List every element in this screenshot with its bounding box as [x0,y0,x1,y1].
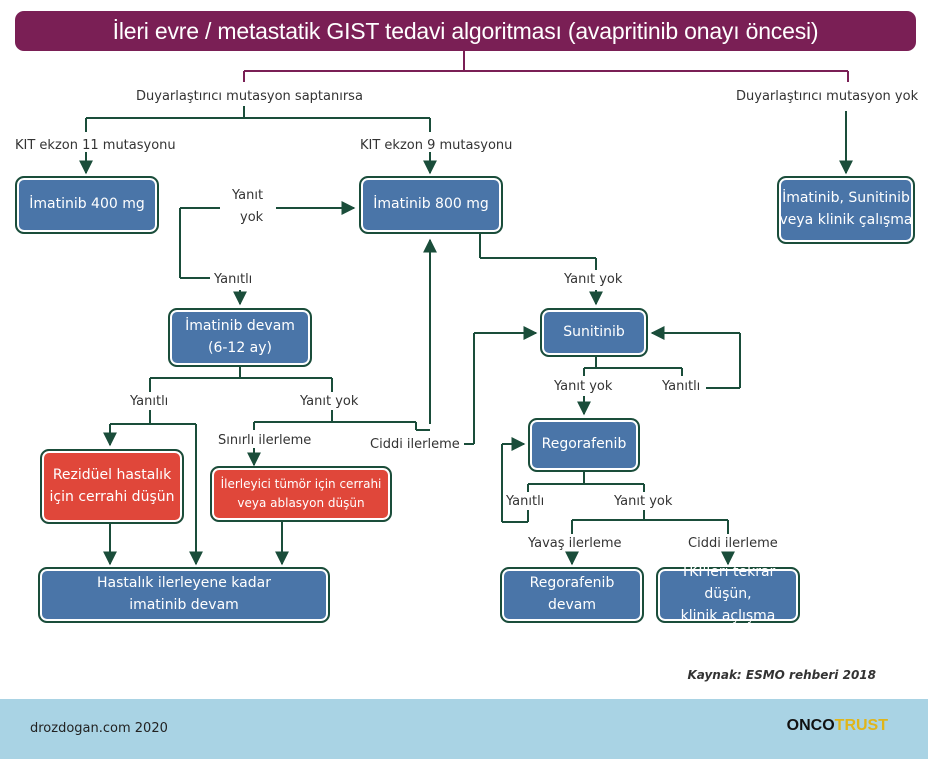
box-sunitinib: Sunitinib [540,308,648,357]
label-kit-exon11: KIT ekzon 11 mutasyonu [15,138,176,153]
label-no-response-3: Yanıt yok [300,394,359,409]
box-sunitinib-text: Sunitinib [563,323,625,340]
label-no-response-2: Yanıt yok [564,272,623,287]
box-imatinib-continue: İmatinib devam (6-12 ay) [168,308,312,367]
source-note: Kaynak: ESMO rehberi 2018 [687,668,876,682]
box-residual-surgery: Rezidüel hastalık için cerrahi düşün [40,449,184,524]
box-imatinib-sunitinib-line2: veya klinik çalışma [779,212,913,228]
label-no-response-4: Yanıt yok [554,379,613,394]
label-kit-exon9: KIT ekzon 9 mutasyonu [360,138,513,153]
label-responsive-4: Yanıtlı [506,494,545,509]
footer: drozdogan.com 2020 ONCOTRUST [0,699,928,759]
box-progressive-tumor-surgery: İlerleyici tümör için cerrahi veya ablas… [210,466,392,522]
box-imatinib-continue-line2: (6-12 ay) [207,339,272,356]
box-residual-surgery-line2: için cerrahi düşün [49,488,175,505]
label-limited-progression: Sınırlı ilerleme [218,433,312,448]
box-regorafenib-continue-line1: Regorafenib [529,575,615,592]
label-responsive-3: Yanıtlı [662,379,701,394]
box-imatinib-400-text: İmatinib 400 mg [29,196,145,213]
label-sensitizing-yes: Duyarlaştırıcı mutasyon saptanırsa [136,89,363,104]
box-residual-surgery-line1: Rezidüel hastalık [52,466,172,483]
box-regorafenib-text: Regorafenib [541,436,627,453]
title-bar: İleri evre / metastatik GIST tedavi algo… [15,11,916,51]
box-regorafenib: Regorafenib [528,418,640,472]
box-regorafenib-continue-line2: devam [547,597,596,613]
box-reconsider-tki-line1: TKİ'leri tekrar düşün, [680,564,776,603]
box-imatinib-400: İmatinib 400 mg [15,176,159,234]
box-imatinib-800-text: İmatinib 800 mg [373,196,489,213]
page-title: İleri evre / metastatik GIST tedavi algo… [112,17,819,44]
footer-site: drozdogan.com 2020 [30,721,168,736]
footer-brand-logo: ONCOTRUST [787,717,888,735]
box-regorafenib-continue: Regorafenib devam [500,567,644,623]
brand-onco: ONCO [786,717,835,734]
box-progressive-tumor-line1: İlerleyici tümör için cerrahi [220,477,382,492]
box-reconsider-tki-line2: klinik açlışma [680,607,776,624]
label-no-response-1a: Yanıt [232,188,264,203]
label-responsive-1: Yanıtlı [214,272,253,287]
box-continue-until-progression: Hastalık ilerleyene kadar imatinib devam [38,567,330,623]
box-imatinib-sunitinib-trial: İmatinib, Sunitinib veya klinik çalışma [777,176,915,244]
box-reconsider-tki: TKİ'leri tekrar düşün, klinik açlışma [656,564,800,624]
label-severe-progression-2: Ciddi ilerleme [688,536,778,551]
box-imatinib-continue-line1: İmatinib devam [185,317,295,334]
label-responsive-2: Yanıtlı [130,394,169,409]
box-continue-until-progression-line2: imatinib devam [129,597,239,613]
box-imatinib-800: İmatinib 800 mg [359,176,503,234]
label-no-response-1b: yok [240,210,264,225]
label-severe-progression-1: Ciddi ilerleme [370,437,460,452]
brand-trust: TRUST [834,717,888,734]
box-imatinib-sunitinib-line1: İmatinib, Sunitinib [782,190,910,207]
box-continue-until-progression-line1: Hastalık ilerleyene kadar [97,575,271,592]
label-no-response-5: Yanıt yok [614,494,673,509]
label-slow-progression: Yavaş ilerleme [528,536,622,551]
label-sensitizing-no: Duyarlaştırıcı mutasyon yok [736,89,919,104]
box-progressive-tumor-line2: veya ablasyon düşün [237,496,365,510]
